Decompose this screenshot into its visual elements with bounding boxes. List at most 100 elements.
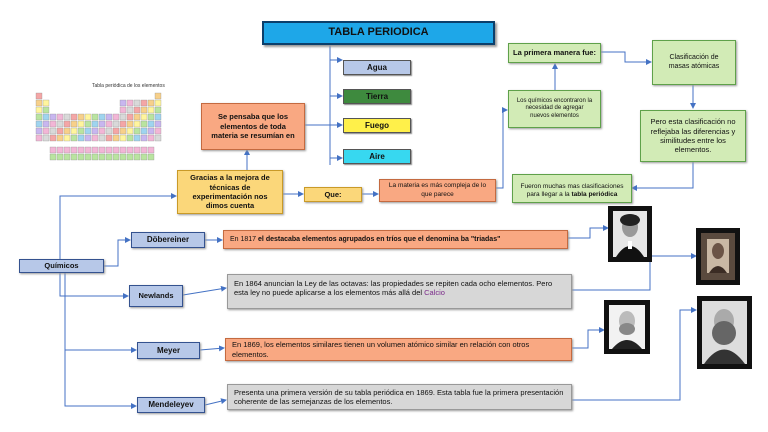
- periodic-cell: [35, 92, 43, 100]
- clasificacion-box: Clasificación de masas atómicas: [652, 40, 736, 85]
- periodic-cell: [133, 127, 141, 135]
- periodic-cell: [91, 113, 99, 121]
- periodic-cell: [105, 146, 113, 154]
- periodic-cell: [133, 134, 141, 142]
- periodic-cell: [63, 153, 71, 161]
- element-aire: Aire: [343, 149, 411, 164]
- periodic-cell: [84, 120, 92, 128]
- periodic-cell: [126, 120, 134, 128]
- periodic-cell: [84, 113, 92, 121]
- periodic-cell: [56, 113, 64, 121]
- periodic-cell: [147, 146, 155, 154]
- scientist-dobereiner: Döbereiner: [131, 232, 205, 248]
- periodic-cell: [119, 99, 127, 107]
- periodic-cell: [147, 134, 155, 142]
- periodic-cell: [154, 92, 162, 100]
- que-label: Que:: [304, 187, 362, 202]
- periodic-cell: [42, 127, 50, 135]
- periodic-cell: [119, 113, 127, 121]
- periodic-cell: [126, 134, 134, 142]
- periodic-cell: [63, 120, 71, 128]
- periodic-cell: [154, 127, 162, 135]
- periodic-cell: [147, 99, 155, 107]
- periodic-cell: [35, 120, 43, 128]
- periodic-cell: [147, 127, 155, 135]
- periodic-cell: [91, 127, 99, 135]
- periodic-cell: [126, 146, 134, 154]
- scientist-mendeleyev: Mendeleyev: [137, 397, 205, 413]
- periodic-cell: [35, 106, 43, 114]
- periodic-cell: [154, 120, 162, 128]
- periodic-cell: [147, 106, 155, 114]
- dobereiner-desc-pre: En 1817: [230, 236, 259, 243]
- periodic-cell: [112, 134, 120, 142]
- newlands-desc-text: En 1864 anuncian la Ley de las octavas: …: [234, 279, 553, 298]
- fueron-text: Fueron muchas mas clasificaciones para l…: [520, 183, 624, 199]
- dobereiner-desc-bold: el destacaba elementos agrupados en trío…: [258, 236, 501, 243]
- reflejaba-box: Pero esta clasificación no reflejaba las…: [640, 110, 746, 162]
- periodic-cell: [98, 153, 106, 161]
- belief-box: Se pensaba que los elementos de toda mat…: [201, 103, 305, 150]
- periodic-cell: [126, 127, 134, 135]
- periodic-cell: [42, 134, 50, 142]
- periodic-cell: [112, 153, 120, 161]
- periodic-cell: [77, 153, 85, 161]
- periodic-cell: [119, 127, 127, 135]
- element-fuego: Fuego: [343, 118, 411, 133]
- periodic-cell: [119, 153, 127, 161]
- periodic-cell: [112, 120, 120, 128]
- periodic-cell: [98, 120, 106, 128]
- periodic-cell: [98, 127, 106, 135]
- periodic-cell: [56, 146, 64, 154]
- periodic-cell: [56, 153, 64, 161]
- periodic-cell: [49, 146, 57, 154]
- periodic-cell: [49, 113, 57, 121]
- element-agua: Agua: [343, 60, 411, 75]
- periodic-cell: [49, 127, 57, 135]
- periodic-cell: [112, 113, 120, 121]
- periodic-cell: [49, 153, 57, 161]
- periodic-cell: [63, 134, 71, 142]
- periodic-cell: [56, 134, 64, 142]
- periodic-cell: [91, 120, 99, 128]
- periodic-cell: [105, 134, 113, 142]
- primera-box: La primera manera fue:: [508, 43, 601, 63]
- periodic-cell: [133, 120, 141, 128]
- periodic-table-grid: [35, 92, 162, 161]
- periodic-cell: [140, 153, 148, 161]
- periodic-cell: [35, 99, 43, 107]
- periodic-cell: [133, 153, 141, 161]
- periodic-cell: [84, 153, 92, 161]
- periodic-cell: [112, 127, 120, 135]
- element-tierra: Tierra: [343, 89, 411, 104]
- periodic-cell: [77, 120, 85, 128]
- need-box: Los químicos encontraron la necesidad de…: [508, 90, 601, 128]
- periodic-cell: [105, 120, 113, 128]
- periodic-cell: [140, 146, 148, 154]
- periodic-cell: [140, 99, 148, 107]
- periodic-cell: [49, 120, 57, 128]
- periodic-cell: [133, 106, 141, 114]
- periodic-cell: [98, 113, 106, 121]
- periodic-cell: [126, 113, 134, 121]
- periodic-cell: [119, 146, 127, 154]
- periodic-cell: [49, 134, 57, 142]
- calcio-link[interactable]: Calcio: [424, 288, 445, 298]
- periodic-table-caption: Tabla periódica de los elementos: [92, 83, 165, 89]
- periodic-cell: [77, 146, 85, 154]
- periodic-cell: [42, 113, 50, 121]
- periodic-cell: [70, 153, 78, 161]
- periodic-cell: [35, 113, 43, 121]
- periodic-cell: [70, 127, 78, 135]
- periodic-cell: [140, 127, 148, 135]
- materia-box: La materia es más compleja de lo que par…: [379, 179, 496, 202]
- periodic-cell: [56, 127, 64, 135]
- periodic-cell: [140, 120, 148, 128]
- periodic-cell: [119, 134, 127, 142]
- periodic-cell: [77, 113, 85, 121]
- periodic-cell: [105, 153, 113, 161]
- periodic-cell: [56, 120, 64, 128]
- periodic-cell: [63, 127, 71, 135]
- periodic-cell: [147, 113, 155, 121]
- portrait-mendeleyev: [697, 296, 752, 369]
